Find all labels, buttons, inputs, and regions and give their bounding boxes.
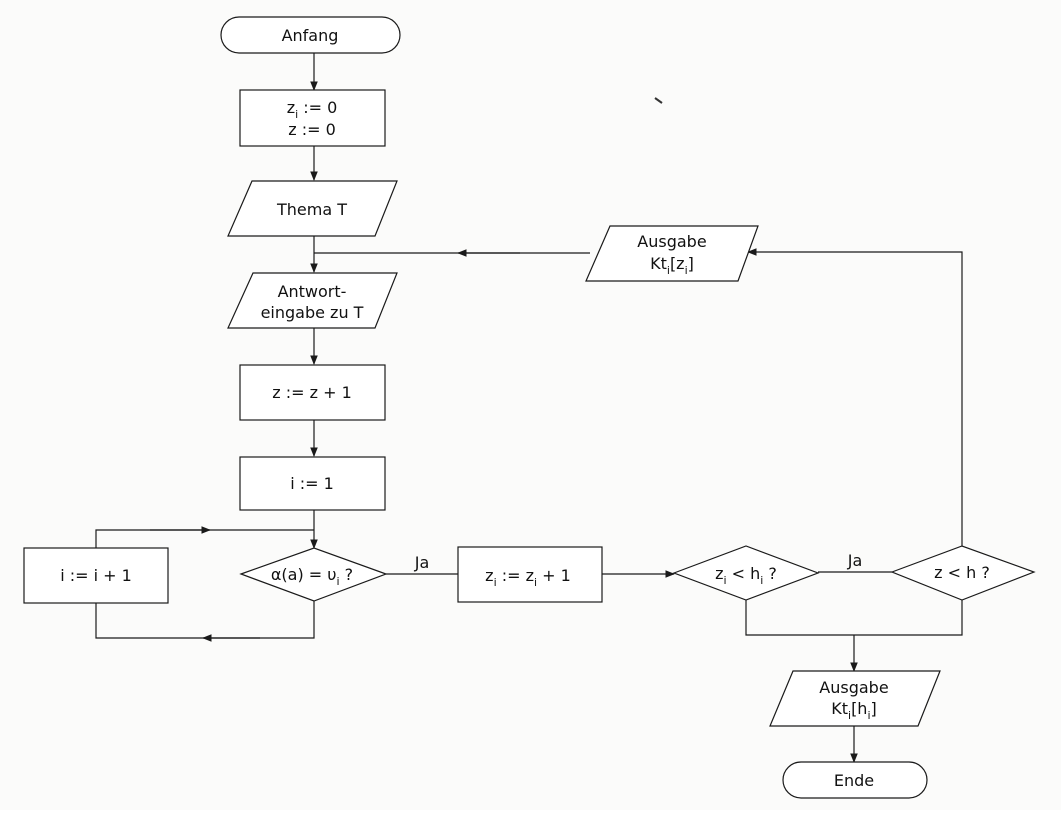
output-hi-line-2: Kti[hi] [831, 699, 877, 722]
init-line-2: z := 0 [288, 120, 336, 139]
increment-i-label: i := i + 1 [60, 566, 132, 585]
node-increment-zi: zi := zi + 1 [457, 546, 603, 603]
answer-line-1: Antwort- [278, 282, 347, 301]
node-init: zi := 0 z := 0 [239, 89, 386, 147]
set-i-label: i := 1 [290, 474, 334, 493]
edge-alpha-no-loop-left [95, 601, 315, 639]
node-decision-z: z < h ? [890, 545, 1036, 601]
connectors [95, 53, 963, 763]
decision-zi-label: zi < hi ? [715, 564, 777, 587]
edge-decisions-no-merge [745, 600, 963, 636]
node-decision-zi: zi < hi ? [672, 545, 820, 601]
output-zi-line-2: Kti[zi] [650, 254, 694, 277]
decision-z-label: z < h ? [934, 563, 990, 582]
node-start: Anfang [220, 16, 401, 54]
node-theme-input: Thema T [227, 180, 398, 237]
node-end: Ende [782, 761, 928, 799]
decision-alpha-label: α(a) = υi ? [271, 565, 353, 588]
node-increment-i: i := i + 1 [23, 547, 169, 604]
output-zi-line-1: Ausgabe [637, 232, 706, 251]
init-line-1: zi := 0 [287, 98, 338, 121]
node-set-i: i := 1 [239, 456, 386, 511]
theme-input-label: Thema T [276, 200, 347, 219]
output-hi-line-1: Ausgabe [819, 678, 888, 697]
node-output-kt-hi: Ausgabe Kti[hi] [769, 670, 941, 727]
yes-label-alpha: Ja [414, 553, 430, 572]
node-output-kt-zi: Ausgabe Kti[zi] [585, 225, 759, 282]
increment-zi-label: zi := zi + 1 [485, 566, 571, 589]
edge-loop-back-top [95, 529, 314, 548]
yes-label-zi: Ja [847, 551, 863, 570]
end-label: Ende [834, 771, 874, 790]
node-decision-alpha: α(a) = υi ? [239, 547, 388, 602]
node-answer-input: Antwort- eingabe zu T [227, 272, 398, 329]
scan-mark [654, 97, 663, 104]
start-label: Anfang [282, 26, 339, 45]
edge-zh-yes-up [747, 248, 963, 546]
answer-line-2: eingabe zu T [261, 303, 364, 322]
node-increment-z: z := z + 1 [239, 364, 386, 421]
increment-z-label: z := z + 1 [272, 383, 352, 402]
